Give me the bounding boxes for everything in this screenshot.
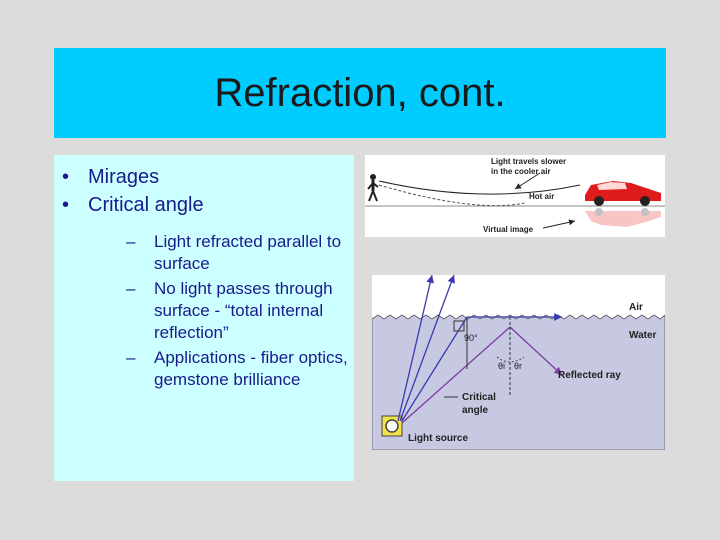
curved-light-path bbox=[378, 180, 581, 195]
bullet-dot-icon: • bbox=[62, 194, 70, 216]
dashed-sight-line bbox=[378, 184, 526, 207]
bullet-list: • Mirages • Critical angle –Light refrac… bbox=[54, 155, 354, 391]
label-hot-air: Hot air bbox=[529, 192, 554, 201]
critical-angle-figure: 90° θi θr Air Water Reflected ray Critic… bbox=[371, 274, 666, 451]
sub-bullet-item: –Light refracted parallel to surface bbox=[126, 231, 354, 275]
reflected-ray bbox=[509, 326, 563, 376]
virtual-image-arrow bbox=[542, 219, 576, 229]
sub-bullet-text: Light refracted parallel to surface bbox=[154, 232, 342, 273]
dash-icon: – bbox=[126, 232, 136, 251]
label-angle-90: 90° bbox=[464, 333, 478, 343]
label-theta-i: θi bbox=[498, 361, 505, 371]
dash-icon: – bbox=[126, 348, 136, 367]
label-critical-line1: Critical bbox=[462, 392, 496, 403]
label-theta-r: θr bbox=[514, 361, 522, 371]
bullet-text: Mirages bbox=[88, 166, 160, 188]
label-virtual-image: Virtual image bbox=[483, 225, 534, 234]
dash-icon: – bbox=[126, 279, 136, 298]
sub-bullet-list: –Light refracted parallel to surface –No… bbox=[88, 231, 354, 391]
refracted-ray-2 bbox=[399, 274, 455, 422]
sub-bullet-item: –No light passes through surface - “tota… bbox=[126, 278, 354, 344]
refracted-ray-1 bbox=[397, 274, 435, 422]
label-air: Air bbox=[629, 302, 643, 313]
label-critical-line2: angle bbox=[462, 405, 489, 416]
label-slower-line1: Light travels slower bbox=[491, 157, 566, 166]
label-water: Water bbox=[629, 330, 657, 341]
incident-ray bbox=[401, 326, 511, 424]
title-band: Refraction, cont. bbox=[54, 48, 666, 138]
bullet-item: • Critical angle –Light refracted parall… bbox=[62, 191, 354, 391]
sub-bullet-text: No light passes through surface - “total… bbox=[154, 279, 333, 342]
bullet-dot-icon: • bbox=[62, 166, 70, 188]
bullet-text: Critical angle bbox=[88, 194, 204, 216]
slower-arrow bbox=[514, 172, 541, 190]
light-source-icon bbox=[381, 415, 403, 437]
content-box: • Mirages • Critical angle –Light refrac… bbox=[54, 155, 354, 481]
mirage-svg: Light travels slower in the cooler air H… bbox=[365, 157, 665, 234]
bullet-item: • Mirages bbox=[62, 163, 354, 191]
label-reflected-ray: Reflected ray bbox=[558, 370, 621, 381]
label-light-source: Light source bbox=[408, 433, 468, 444]
water-area bbox=[371, 314, 666, 451]
slide-title: Refraction, cont. bbox=[214, 70, 506, 115]
virtual-car-icon bbox=[585, 208, 661, 227]
mirage-figure: Light travels slower in the cooler air H… bbox=[365, 155, 665, 237]
critical-angle-svg: 90° θi θr Air Water Reflected ray Critic… bbox=[371, 274, 666, 451]
sub-bullet-text: Applications - fiber optics, gemstone br… bbox=[154, 348, 348, 389]
sub-bullet-item: –Applications - fiber optics, gemstone b… bbox=[126, 347, 354, 391]
walking-person-icon bbox=[367, 174, 379, 202]
red-car-icon bbox=[585, 181, 661, 206]
label-slower-line2: in the cooler air bbox=[491, 167, 551, 176]
critical-ray bbox=[401, 316, 468, 422]
right-angle-marker bbox=[453, 320, 465, 332]
